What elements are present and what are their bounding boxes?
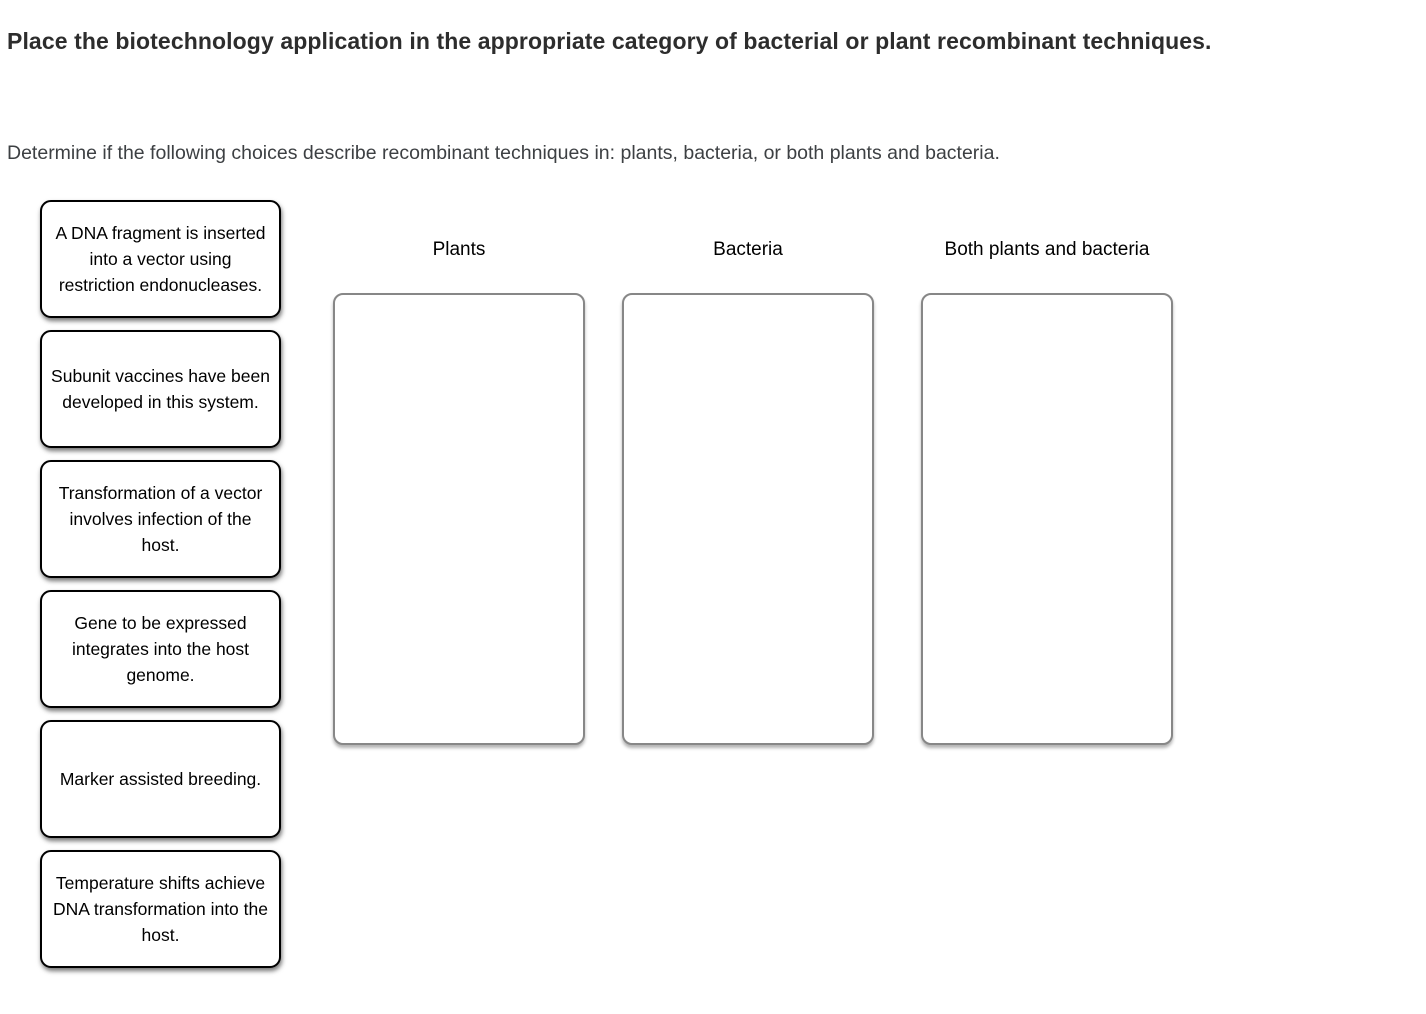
draggable-card-label: Transformation of a vector involves infe… [58,483,263,555]
draggable-card-label: Subunit vaccines have been developed in … [51,366,270,412]
dropzone-bacteria[interactable] [622,293,874,745]
category-header-plants: Plants [432,239,486,260]
page-title: Place the biotechnology application in t… [7,28,1212,54]
category-header-both: Both plants and bacteria [944,239,1150,260]
dropzone-both-plants-and-bacteria[interactable] [921,293,1173,745]
dropzone-plants[interactable] [333,293,585,745]
draggable-card-list: A DNA fragment is inserted into a vector… [40,200,281,968]
draggable-card-subunit-vaccines[interactable]: Subunit vaccines have been developed in … [40,330,281,448]
draggable-card-dna-fragment[interactable]: A DNA fragment is inserted into a vector… [40,200,281,318]
category-header-bacteria: Bacteria [713,239,783,260]
draggable-card-label: A DNA fragment is inserted into a vector… [55,223,266,295]
instructions-text: Determine if the following choices descr… [7,142,1000,164]
category-column-bacteria: Bacteria [622,238,874,745]
category-column-both: Both plants and bacteria [921,238,1173,745]
draggable-card-label: Temperature shifts achieve DNA transform… [53,873,268,945]
draggable-card-gene-integrates[interactable]: Gene to be expressed integrates into the… [40,590,281,708]
draggable-card-label: Marker assisted breeding. [59,769,262,789]
draggable-card-transformation-vector[interactable]: Transformation of a vector involves infe… [40,460,281,578]
category-column-plants: Plants [333,238,585,745]
draggable-card-marker-breeding[interactable]: Marker assisted breeding. [40,720,281,838]
draggable-card-temperature-shifts[interactable]: Temperature shifts achieve DNA transform… [40,850,281,968]
draggable-card-label: Gene to be expressed integrates into the… [71,613,250,685]
